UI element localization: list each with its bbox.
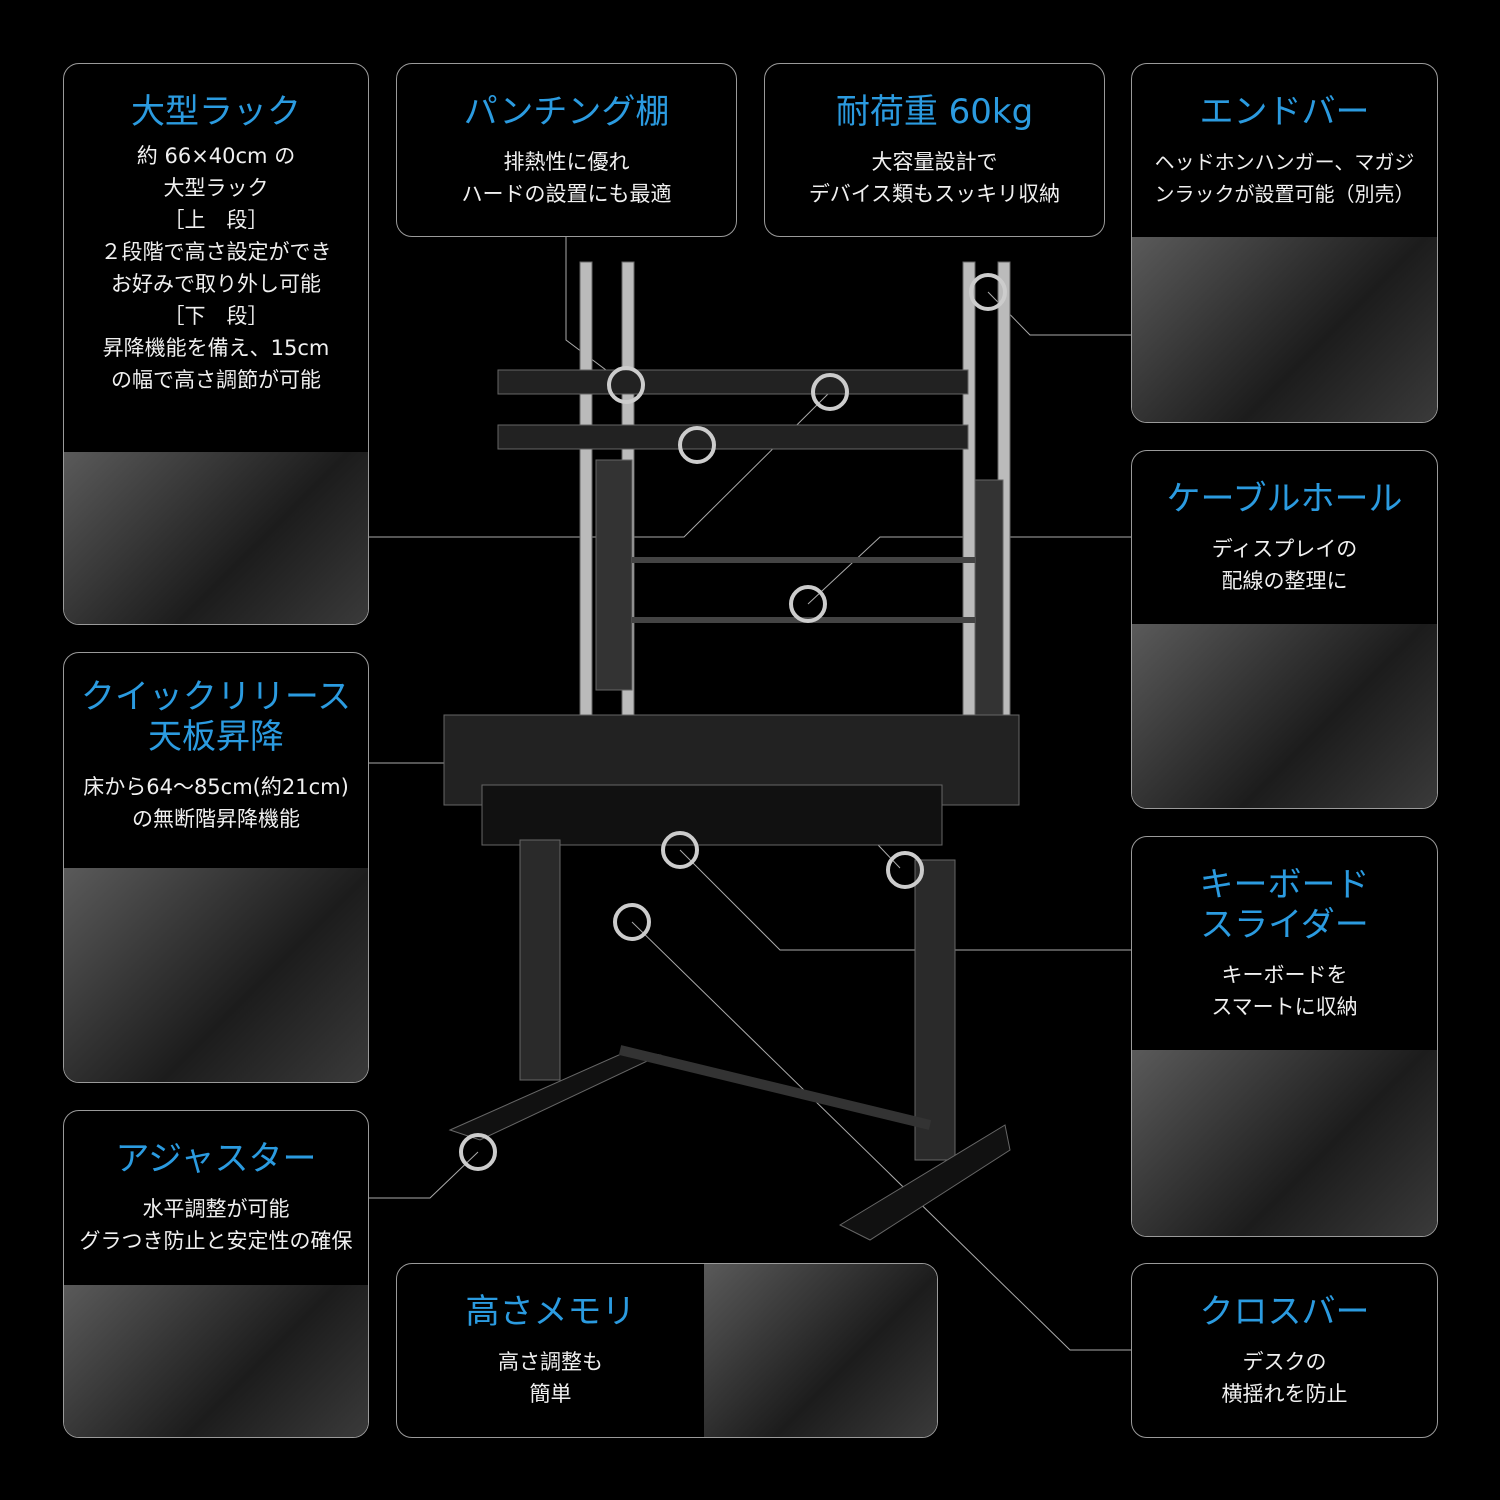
card-text: 大容量設計で デバイス類もスッキリ収納 [808, 150, 1061, 206]
card-title: クイックリリース 天板昇降 [80, 677, 352, 757]
card-text: 約 66×40cm の 大型ラック ［上 段］ ２段階で高さ設定ができ お好みで… [100, 144, 332, 392]
rack-photo [64, 452, 368, 624]
card-text: ヘッドホンハンガー、マガジ ンラックが設置可能（別売） [1154, 150, 1415, 206]
card-title: 耐荷重 60kg [835, 92, 1034, 132]
card-height-scale: 高さメモリ 高さ調整も 簡単 [396, 1263, 938, 1438]
card-title: ケーブルホール [1166, 479, 1403, 519]
card-text: 水平調整が可能 グラつき防止と安定性の確保 [79, 1197, 353, 1253]
card-text: デスクの 横揺れを防止 [1221, 1350, 1348, 1406]
adjuster-photo [64, 1285, 368, 1437]
card-title: 高さメモリ [465, 1292, 636, 1332]
card-title: 大型ラック [131, 92, 301, 132]
card-text: キーボードを スマートに収納 [1211, 963, 1358, 1019]
card-keyboard-slider: キーボード スライダー キーボードを スマートに収納 [1131, 836, 1438, 1237]
card-quick-release: クイックリリース 天板昇降 床から64〜85cm(約21cm) の無断階昇降機能 [63, 652, 369, 1083]
keyboard-slider-photo [1132, 1050, 1437, 1236]
card-adjuster: アジャスター 水平調整が可能 グラつき防止と安定性の確保 [63, 1110, 369, 1438]
card-load-capacity: 耐荷重 60kg 大容量設計で デバイス類もスッキリ収納 [764, 63, 1105, 237]
card-title: パンチング棚 [463, 92, 670, 132]
end-bar-photo [1132, 237, 1437, 422]
card-title: キーボード スライダー [1199, 865, 1370, 945]
card-end-bar: エンドバー ヘッドホンハンガー、マガジ ンラックが設置可能（別売） [1131, 63, 1438, 423]
card-text: 排熱性に優れ ハードの設置にも最適 [461, 150, 672, 206]
height-scale-photo [704, 1264, 937, 1437]
card-punching-shelf: パンチング棚 排熱性に優れ ハードの設置にも最適 [396, 63, 737, 237]
cable-hole-photo [1132, 624, 1437, 808]
card-cross-bar: クロスバー デスクの 横揺れを防止 [1131, 1263, 1438, 1438]
card-title: エンドバー [1199, 92, 1370, 132]
card-text: 床から64〜85cm(約21cm) の無断階昇降機能 [83, 775, 349, 831]
card-cable-hole: ケーブルホール ディスプレイの 配線の整理に [1131, 450, 1438, 809]
card-large-rack: 大型ラック 約 66×40cm の 大型ラック ［上 段］ ２段階で高さ設定がで… [63, 63, 369, 625]
card-title: アジャスター [115, 1139, 317, 1179]
card-text: 高さ調整も 簡単 [498, 1350, 603, 1406]
card-title: クロスバー [1199, 1292, 1370, 1332]
marker-circles [459, 273, 1007, 1171]
quick-release-photo [64, 868, 368, 1082]
card-text: ディスプレイの 配線の整理に [1211, 537, 1358, 593]
